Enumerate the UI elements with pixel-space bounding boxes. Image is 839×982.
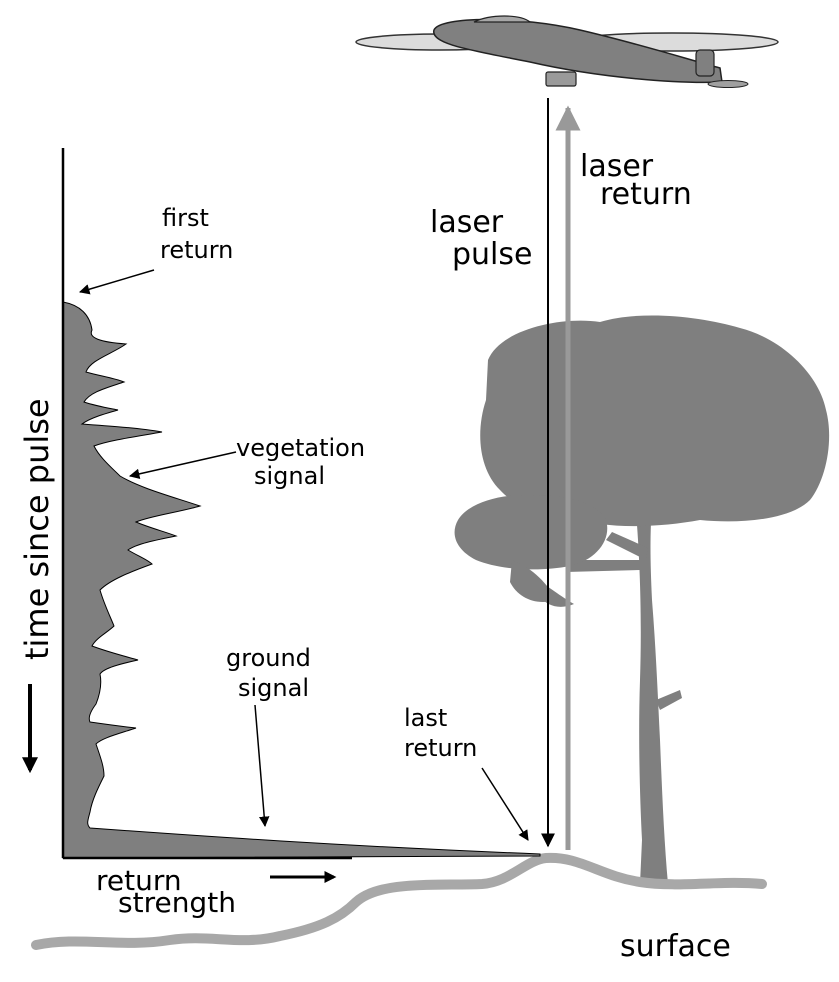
last-return-pointer: [481, 767, 529, 841]
ground-signal-label-line1: ground: [226, 644, 311, 672]
return-waveform: [62, 301, 541, 859]
laser-return-label-line2: return: [600, 177, 692, 212]
first-return-label-line2: return: [160, 236, 233, 264]
first-return-pointer: [78, 269, 155, 295]
last-return-label-line2: return: [404, 734, 477, 762]
surface-terrain: [31, 852, 767, 950]
vegetation-signal-label-line2: signal: [254, 462, 325, 490]
last-return-label-line1: last: [404, 704, 447, 732]
airplane-icon: [355, 15, 779, 88]
tree-icon: [454, 315, 830, 884]
first-return-label-line1: first: [162, 204, 209, 232]
laser-pulse-label-line2: pulse: [452, 237, 532, 272]
time-axis-label: time since pulse: [18, 398, 56, 660]
laser-return-label-line1: laser: [580, 149, 654, 184]
ground-signal-pointer: [254, 704, 270, 828]
strength-axis-label-line1: return: [96, 864, 182, 897]
surface-label: surface: [620, 929, 731, 964]
ground-signal-label-line2: signal: [238, 674, 309, 702]
laser-pulse-label-line1: laser: [430, 205, 504, 240]
vegetation-signal-label-line1: vegetation: [236, 434, 365, 462]
vegetation-signal-pointer: [128, 451, 237, 480]
strength-axis-label-line2: strength: [118, 886, 236, 919]
